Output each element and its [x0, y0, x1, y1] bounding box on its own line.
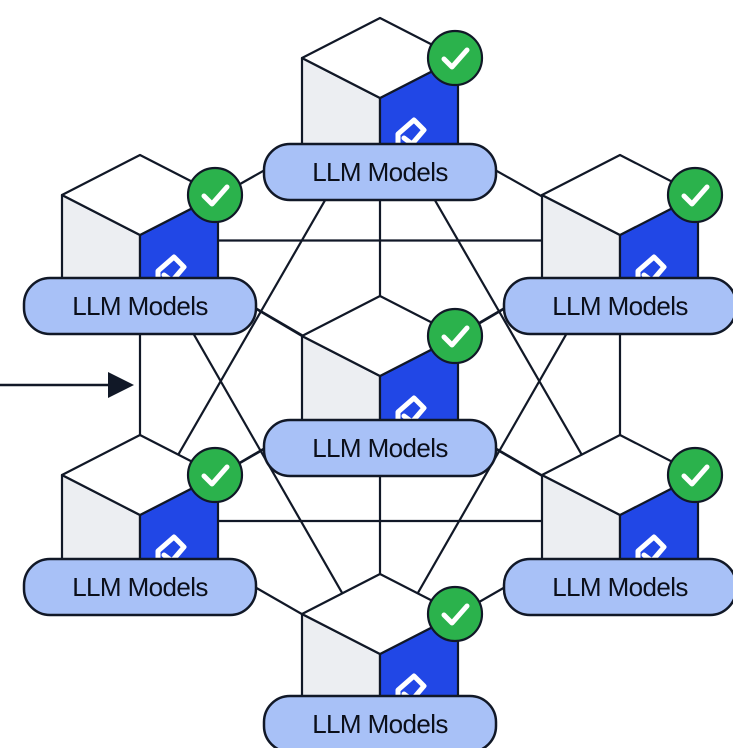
- node-label-text: LLM Models: [72, 572, 208, 602]
- checkmark-circle-icon: [186, 446, 244, 504]
- llm-node-lower-left: LLM Models: [22, 433, 258, 617]
- llm-models-label: LLM Models: [502, 557, 733, 617]
- node-label-text: LLM Models: [312, 709, 448, 739]
- llm-node-lower-right: LLM Models: [502, 433, 733, 617]
- node-label-text: LLM Models: [312, 433, 448, 463]
- node-label-text: LLM Models: [312, 157, 448, 187]
- llm-models-label: LLM Models: [22, 276, 258, 336]
- llm-node-upper-left: LLM Models: [22, 153, 258, 336]
- checkmark-circle-icon: [426, 307, 484, 365]
- llm-node-bottom: LLM Models: [262, 572, 498, 748]
- llm-models-label: LLM Models: [262, 694, 498, 748]
- checkmark-circle-icon: [666, 166, 724, 224]
- checkmark-circle-icon: [666, 446, 724, 504]
- node-label-text: LLM Models: [552, 572, 688, 602]
- llm-node-center: LLM Models: [262, 294, 498, 478]
- node-label-text: LLM Models: [552, 291, 688, 321]
- llm-models-label: LLM Models: [262, 142, 498, 202]
- checkmark-circle-icon: [426, 585, 484, 643]
- input-arrow-icon: [0, 372, 134, 398]
- node-label-text: LLM Models: [72, 291, 208, 321]
- llm-models-label: LLM Models: [502, 276, 733, 336]
- llm-models-label: LLM Models: [262, 418, 498, 478]
- checkmark-circle-icon: [426, 29, 484, 87]
- llm-models-label: LLM Models: [22, 557, 258, 617]
- llm-node-upper-right: LLM Models: [502, 153, 733, 336]
- checkmark-circle-icon: [186, 166, 244, 224]
- llm-node-top: LLM Models: [262, 16, 498, 202]
